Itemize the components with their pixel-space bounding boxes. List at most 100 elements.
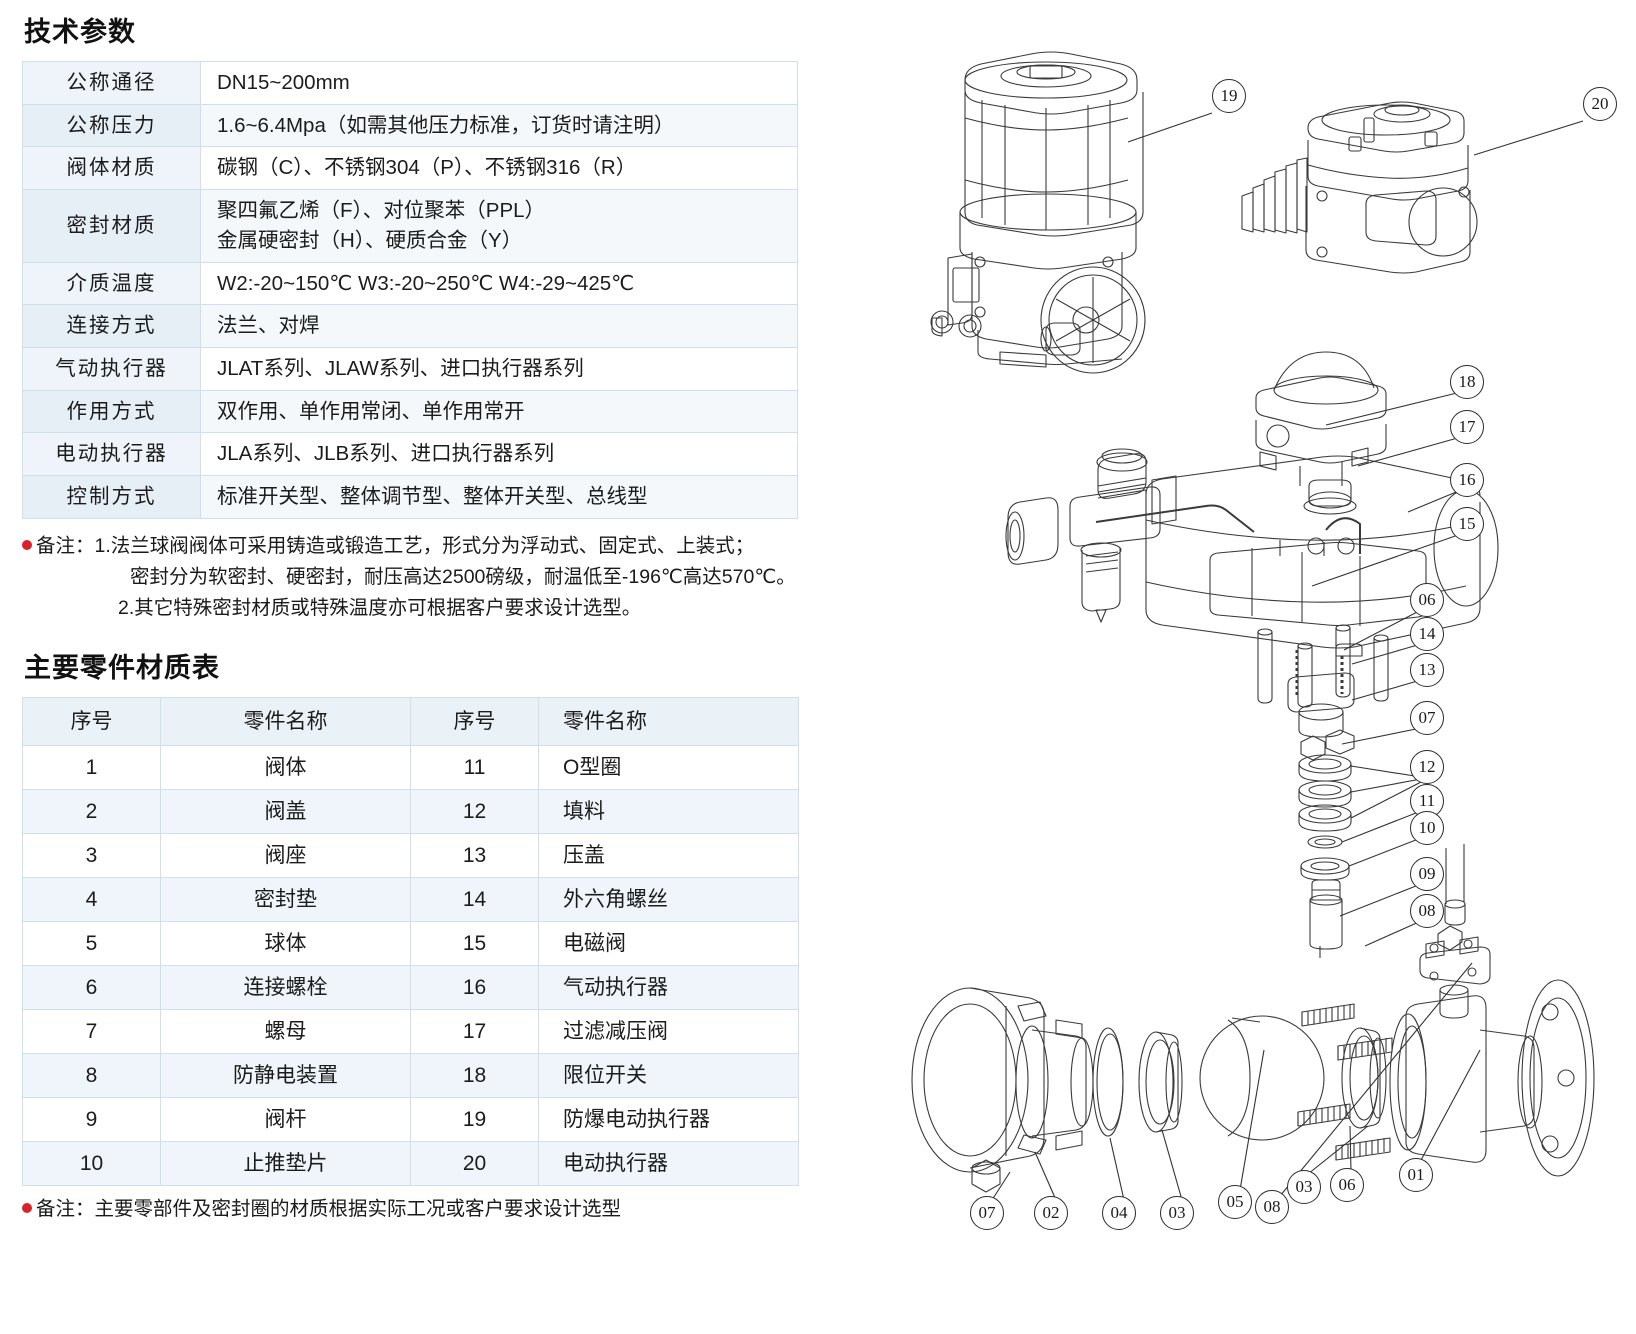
- callout-marker-04: 04: [1102, 1196, 1136, 1230]
- spec-value: JLAT系列、JLAW系列、进口执行器系列: [200, 347, 798, 391]
- part-no-a: 3: [22, 833, 161, 879]
- part-no-b: 16: [410, 965, 539, 1011]
- spec-value: JLA系列、JLB系列、进口执行器系列: [200, 432, 798, 477]
- spec-key: 控制方式: [22, 475, 201, 519]
- part-name-a: 阀杆: [160, 1097, 411, 1143]
- pneumatic-assembly-drawing: [1005, 351, 1499, 958]
- spec-value: 法兰、对焊: [200, 304, 798, 349]
- callout-marker-13: 13: [1410, 653, 1444, 687]
- part-name-b: 过滤减压阀: [538, 1009, 799, 1055]
- part-name-a: 球体: [160, 921, 411, 967]
- part-no-b: 14: [410, 877, 539, 923]
- part-name-a: 阀座: [160, 833, 411, 879]
- part-name-a: 密封垫: [160, 877, 411, 923]
- part-name-b: O型圈: [538, 745, 799, 791]
- exploded-valve-drawing: [911, 844, 1595, 1193]
- part-no-a: 9: [22, 1097, 161, 1143]
- callout-marker-07b: 07: [970, 1196, 1004, 1230]
- spec-row: 电动执行器 JLA系列、JLB系列、进口执行器系列: [22, 432, 798, 477]
- note-bullet-icon: [22, 1203, 32, 1214]
- parts-table-note: 备注：主要零部件及密封圈的材质根据实际工况或客户要求设计选型: [22, 1194, 822, 1225]
- spec-value-line: JLA系列、JLB系列、进口执行器系列: [217, 442, 555, 466]
- spec-row: 作用方式双作用、单作用常闭、单作用常开: [22, 389, 798, 434]
- callout-marker-09: 09: [1410, 857, 1444, 891]
- part-name-b: 防爆电动执行器: [538, 1097, 799, 1143]
- col-header-name-a: 零件名称: [160, 697, 411, 747]
- callout-marker-14: 14: [1410, 617, 1444, 651]
- spec-value-line: DN15~200mm: [217, 71, 350, 94]
- table-header-row: 序号 零件名称 序号 零件名称: [22, 697, 799, 747]
- part-no-b: 13: [410, 833, 539, 879]
- page-title-tech-params: 技术参数: [24, 17, 136, 47]
- callout-marker-03: 03: [1160, 1196, 1194, 1230]
- spec-row: 阀体材质碳钢（C）、不锈钢304（P）、不锈钢316（R）: [22, 146, 798, 191]
- spec-value-line: 法兰、对焊: [217, 314, 320, 338]
- spec-value: 双作用、单作用常闭、单作用常开: [200, 389, 798, 434]
- spec-value-line: 标准开关型、整体调节型、整体开关型、总线型: [217, 485, 648, 509]
- part-no-b: 11: [410, 745, 539, 791]
- spec-value: 1.6~6.4Mpa（如需其他压力标准，订货时请注明）: [200, 103, 798, 148]
- callout-marker-06b: 06: [1330, 1168, 1364, 1202]
- page-title-parts-table: 主要零件材质表: [24, 653, 220, 684]
- spec-key: 密封材质: [22, 189, 201, 263]
- part-name-b: 气动执行器: [538, 965, 799, 1011]
- spec-value-line: W2:-20~150℃ W3:-20~250℃ W4:-29~425℃: [217, 271, 635, 295]
- spec-key: 电动执行器: [22, 432, 201, 477]
- part-no-a: 1: [22, 745, 161, 791]
- spec-row: 公称通径 DN15~200mm: [22, 61, 798, 105]
- callout-marker-08b: 08: [1255, 1190, 1289, 1224]
- callout-marker-08: 08: [1410, 894, 1444, 928]
- callout-marker-11: 11: [1410, 784, 1444, 818]
- part-no-b: 15: [410, 921, 539, 967]
- spec-value: 碳钢（C）、不锈钢304（P）、不锈钢316（R）: [200, 146, 798, 191]
- callout-marker-15: 15: [1450, 507, 1484, 541]
- drawing-canvas: [911, 51, 1595, 1201]
- spec-value: W2:-20~150℃ W3:-20~250℃ W4:-29~425℃: [200, 261, 798, 306]
- part-name-a: 阀盖: [160, 789, 411, 835]
- note-line-3: 2.其它特殊密封材质或特殊温度亦可根据客户要求设计选型。: [118, 597, 642, 620]
- part-no-b: 17: [410, 1009, 539, 1055]
- part-name-a: 防静电装置: [160, 1053, 411, 1099]
- spec-value-line: 聚四氟乙烯（F）、对位聚苯（PPL）: [217, 199, 546, 223]
- spec-key: 阀体材质: [22, 146, 201, 191]
- part-no-a: 8: [22, 1053, 161, 1099]
- callout-marker-10: 10: [1410, 811, 1444, 845]
- spec-row: 连接方式法兰、对焊: [22, 304, 798, 349]
- part-name-b: 填料: [538, 789, 799, 835]
- note-label: 备注：: [36, 534, 95, 557]
- spec-key: 公称通径: [22, 61, 201, 105]
- part-no-a: 7: [22, 1009, 161, 1055]
- part-no-b: 18: [410, 1053, 539, 1099]
- part-no-a: 10: [22, 1141, 161, 1187]
- part-name-b: 电动执行器: [538, 1141, 799, 1187]
- col-header-name-b: 零件名称: [538, 697, 799, 747]
- spec-key: 连接方式: [22, 304, 201, 349]
- callout-marker-17: 17: [1450, 410, 1484, 444]
- note-line-1: 1.法兰球阀阀体可采用铸造或锻造工艺，形式分为浮动式、固定式、上装式；: [94, 534, 755, 557]
- spec-row: 控制方式标准开关型、整体调节型、整体开关型、总线型: [22, 475, 798, 519]
- part-name-a: 连接螺栓: [160, 965, 411, 1011]
- callout-marker-18: 18: [1450, 365, 1484, 399]
- part-name-a: 阀体: [160, 745, 411, 791]
- spec-value-line: 1.6~6.4Mpa（如需其他压力标准，订货时请注明）: [217, 113, 675, 137]
- col-header-no-b: 序号: [410, 697, 539, 747]
- callout-marker-01: 01: [1399, 1158, 1433, 1192]
- part-name-b: 压盖: [538, 833, 799, 879]
- actuator-19-drawing: [930, 51, 1146, 374]
- callout-marker-20: 20: [1583, 87, 1617, 121]
- part-no-a: 6: [22, 965, 161, 1011]
- callout-marker-07: 07: [1410, 701, 1444, 735]
- callout-marker-16: 16: [1450, 463, 1484, 497]
- spec-key: 气动执行器: [22, 347, 201, 391]
- spec-value-line: 碳钢（C）、不锈钢304（P）、不锈钢316（R）: [217, 156, 637, 180]
